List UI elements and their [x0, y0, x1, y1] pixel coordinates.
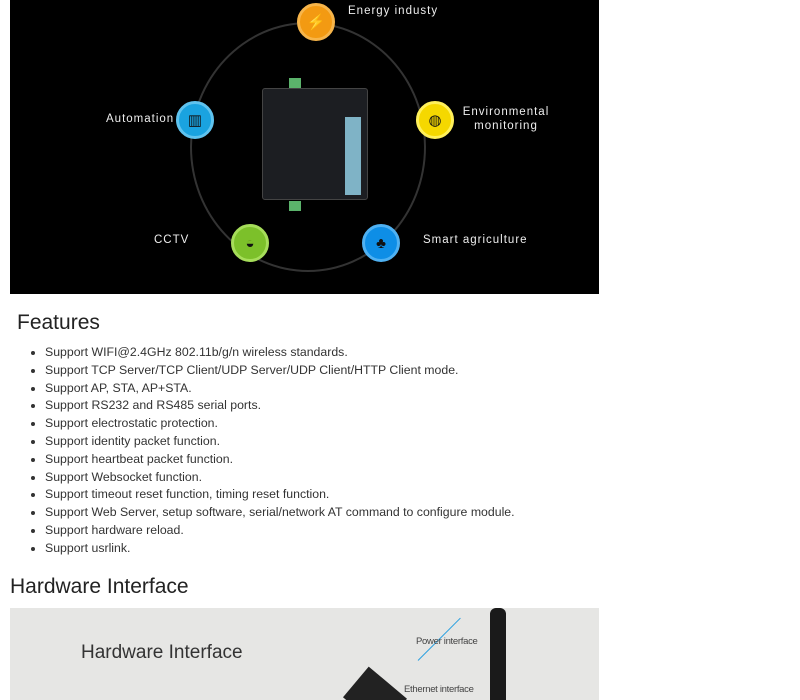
- list-item: Support TCP Server/TCP Client/UDP Server…: [45, 362, 515, 380]
- label-cctv: CCTV: [154, 234, 190, 246]
- label-automation: Automation: [106, 113, 175, 125]
- list-item: Support Websocket function.: [45, 469, 515, 487]
- features-heading: Features: [17, 311, 100, 334]
- list-item: Support Web Server, setup software, seri…: [45, 504, 515, 522]
- terminal: [289, 201, 301, 211]
- label-agriculture: Smart agriculture: [423, 234, 528, 246]
- list-item: Support timeout reset function, timing r…: [45, 486, 515, 504]
- label-energy: Energy industy: [348, 5, 439, 17]
- label-power-interface: Power interface: [416, 636, 478, 647]
- label-environmental: Environmental monitoring: [462, 106, 550, 132]
- list-item: Support usrlink.: [45, 540, 515, 558]
- list-item: Support electrostatic protection.: [45, 415, 515, 433]
- hardware-interface-image: Hardware Interface Power interface Ether…: [10, 608, 599, 700]
- label-ethernet-interface: Ethernet interface: [404, 684, 474, 695]
- camera-icon: ◒: [231, 224, 269, 262]
- hardware-heading: Hardware Interface: [10, 575, 189, 598]
- plant-icon: ♣: [362, 224, 400, 262]
- led-panel: [345, 117, 361, 195]
- antenna: [490, 608, 506, 700]
- image-title: Hardware Interface: [81, 642, 243, 663]
- list-item: Support hardware reload.: [45, 522, 515, 540]
- terminal: [289, 78, 301, 88]
- list-item: Support AP, STA, AP+STA.: [45, 380, 515, 398]
- list-item: Support heartbeat packet function.: [45, 451, 515, 469]
- applications-banner-image: ⚡ Energy industy ▥ Automation ◍ Environm…: [10, 0, 599, 294]
- list-item: Support WIFI@2.4GHz 802.11b/g/n wireless…: [45, 344, 515, 362]
- power-tower-icon: ⚡: [297, 3, 335, 41]
- device-image: [262, 88, 368, 200]
- list-item: Support RS232 and RS485 serial ports.: [45, 397, 515, 415]
- list-item: Support identity packet function.: [45, 433, 515, 451]
- factory-icon: ▥: [176, 101, 214, 139]
- globe-leaf-icon: ◍: [416, 101, 454, 139]
- features-list: Support WIFI@2.4GHz 802.11b/g/n wireless…: [28, 344, 515, 558]
- device-image: [342, 666, 408, 700]
